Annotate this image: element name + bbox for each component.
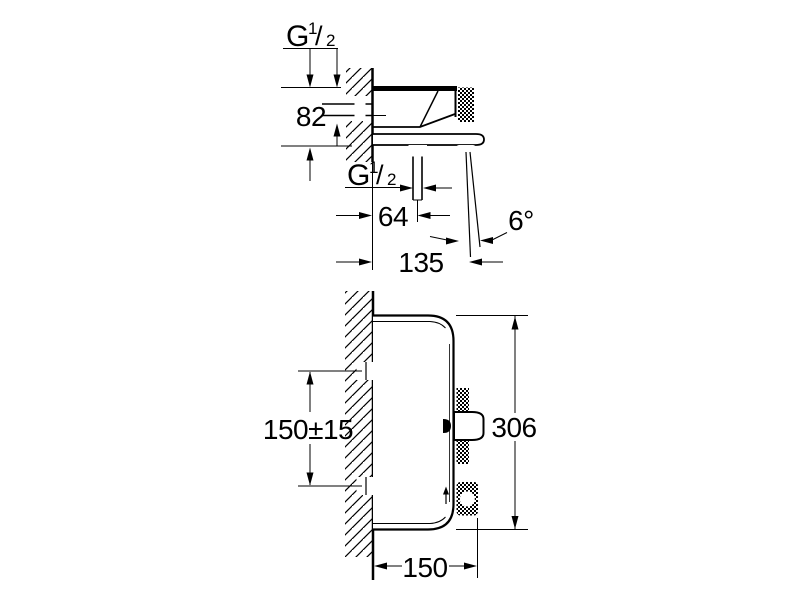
thread-label-bottom-letter: G [347, 159, 370, 192]
dim-64-label: 64 [378, 201, 408, 232]
supply-pipe [322, 99, 372, 118]
control-button [453, 411, 485, 441]
upper-drawing: G 1 / 2 82 G 1 / 2 64 135 6° [281, 19, 534, 278]
thread-label-top-denominator: 2 [326, 31, 335, 50]
spout-angle-lines [465, 151, 481, 258]
dim-135-label: 135 [398, 247, 443, 278]
dim-150-label: 150 [402, 552, 447, 583]
hose-outlet [443, 482, 478, 516]
lower-drawing: 150±15 306 150 [263, 291, 537, 583]
shelf-plate [373, 133, 485, 152]
wall-hatching-lower [345, 291, 375, 580]
flow-direction-arrow [443, 486, 449, 495]
dim-82-label: 82 [296, 101, 326, 132]
smartcontrol-buttons [443, 388, 485, 464]
thermostat-body [373, 314, 455, 531]
knurled-ring-lower [456, 440, 469, 464]
thread-label-bottom-denominator: 2 [387, 170, 396, 189]
lower-dimension-labels: 150±15 306 150 [263, 412, 537, 583]
upper-dimension-lines [281, 48, 508, 270]
mounting-brackets [356, 362, 374, 495]
thread-label-top-letter: G [286, 20, 309, 53]
thread-label-top-slash: / [315, 21, 323, 51]
dim-150pm15-label: 150±15 [263, 414, 353, 445]
upper-dimension-labels: G 1 / 2 82 G 1 / 2 64 135 6° [286, 19, 534, 278]
dim-6deg-label: 6° [508, 205, 534, 236]
thread-label-bottom-slash: / [376, 160, 384, 190]
display-marker [443, 418, 452, 434]
temperature-knob [458, 87, 474, 122]
hose-connection-pipe [408, 145, 427, 222]
mixer-body [373, 86, 479, 128]
knurled-ring-upper [456, 388, 469, 412]
dim-306-label: 306 [491, 412, 536, 443]
thread-label-top-numerator: 1 [308, 19, 317, 38]
spout-outlet [456, 145, 476, 152]
lower-dimension-lines [298, 315, 528, 578]
thread-label-bottom-numerator: 1 [369, 158, 378, 177]
